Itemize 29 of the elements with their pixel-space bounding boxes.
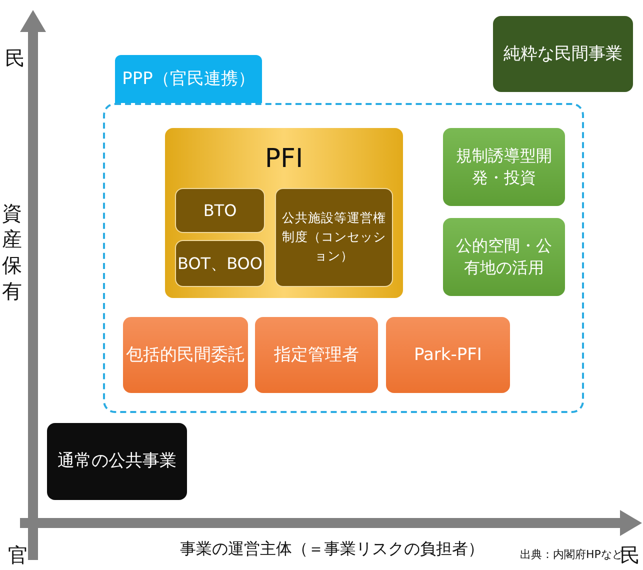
box-label: 指定管理者 bbox=[274, 344, 359, 366]
box-label: Park-PFI bbox=[414, 344, 482, 366]
vertical-axis-title: 資産保有 bbox=[2, 200, 22, 304]
box-label: BOT、BOO bbox=[178, 252, 262, 274]
scheme-box bbox=[275, 188, 393, 287]
box-label: 純粋な民間事業 bbox=[504, 42, 622, 66]
scheme-box bbox=[386, 317, 510, 393]
panel-title: PFI bbox=[264, 143, 304, 176]
horizontal-axis-title: 事業の運営主体（＝事業リスクの負担者） bbox=[180, 539, 484, 560]
box-label: 通常の公共事業 bbox=[58, 450, 176, 473]
scheme-box bbox=[123, 317, 248, 393]
box-label: 公共施設等運営権制度（コンセッション） bbox=[281, 209, 387, 265]
source-note: 出典：内閣府HPなど bbox=[520, 548, 623, 561]
category-box bbox=[493, 16, 633, 92]
pfi-panel bbox=[165, 128, 403, 298]
group-tab: PPP（官民連携） bbox=[115, 55, 262, 103]
scheme-box bbox=[255, 317, 378, 393]
box-label: BTO bbox=[203, 200, 237, 222]
scheme-box bbox=[175, 240, 265, 287]
scheme-box bbox=[175, 188, 265, 233]
vertical-axis-end-label: 民 bbox=[5, 45, 25, 71]
vertical-axis-origin-label: 官 bbox=[8, 542, 28, 569]
category-box bbox=[47, 423, 187, 500]
box-label: 公的空間・公有地の活用 bbox=[455, 235, 553, 279]
box-label: 包括的民間委託 bbox=[126, 344, 245, 366]
scheme-box bbox=[443, 218, 565, 296]
box-label: 規制誘導型開発・投資 bbox=[455, 145, 553, 189]
horizontal-axis-end-label: 民 bbox=[620, 542, 640, 569]
scheme-box bbox=[443, 128, 565, 206]
